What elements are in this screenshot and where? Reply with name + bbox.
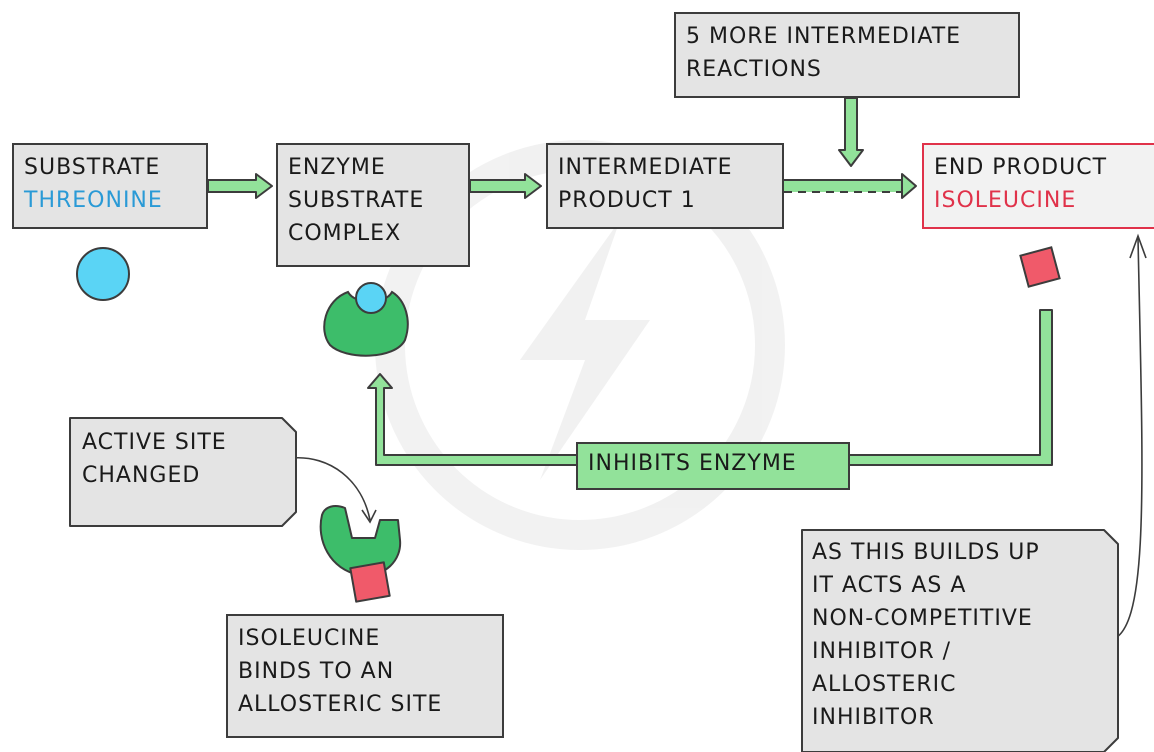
more-reactions-box: 5 MORE INTERMEDIATE REACTIONS <box>674 12 1020 98</box>
isoleucine-molecule <box>1019 246 1061 288</box>
active-site-text: ACTIVE SITE CHANGED <box>72 420 282 524</box>
complex-line-3: COMPLEX <box>288 221 402 246</box>
allosteric-line-3: ALLOSTERIC SITE <box>238 692 443 717</box>
arrow-substrate-to-complex <box>207 173 273 199</box>
substrate-label: SUBSTRATE <box>24 155 161 180</box>
arrow-feedback-inhibition <box>367 309 1053 466</box>
builds-up-line-4: INHIBITOR / <box>812 639 952 664</box>
arrow-intermediate-to-end-dashed <box>784 173 917 199</box>
more-reactions-line-1: 5 MORE INTERMEDIATE <box>686 24 962 49</box>
inhibited-enzyme-shape <box>319 505 402 603</box>
threonine-label: THREONINE <box>24 188 163 213</box>
end-product-box: END PRODUCT ISOLEUCINE <box>922 143 1154 229</box>
threonine-molecule <box>76 247 130 301</box>
allosteric-binding-box: ISOLEUCINE BINDS TO AN ALLOSTERIC SITE <box>226 614 504 738</box>
active-site-line-1: ACTIVE SITE <box>82 430 227 455</box>
active-site-line-2: CHANGED <box>82 463 201 488</box>
intermediate-box: INTERMEDIATE PRODUCT 1 <box>546 143 784 229</box>
builds-up-line-3: NON-COMPETITIVE <box>812 606 1033 631</box>
more-reactions-line-2: REACTIONS <box>686 57 822 82</box>
builds-up-line-6: INHIBITOR <box>812 705 935 730</box>
intermediate-line-1: INTERMEDIATE <box>558 155 733 180</box>
intermediate-line-2: PRODUCT 1 <box>558 188 696 213</box>
arrow-complex-to-intermediate <box>469 173 542 199</box>
complex-box: ENZYME SUBSTRATE COMPLEX <box>276 143 470 267</box>
builds-up-line-2: IT ACTS AS A <box>812 573 967 598</box>
complex-line-1: ENZYME <box>288 155 386 180</box>
isoleucine-label: ISOLEUCINE <box>934 188 1077 213</box>
inhibits-enzyme-label: INHIBITS ENZYME <box>576 442 850 490</box>
arrow-more-reactions-down <box>838 97 864 167</box>
allosteric-line-2: BINDS TO AN <box>238 659 395 684</box>
end-product-label: END PRODUCT <box>934 155 1108 180</box>
complex-line-2: SUBSTRATE <box>288 188 425 213</box>
builds-up-tag <box>801 529 1119 752</box>
active-site-tag <box>69 417 297 527</box>
builds-up-line-5: ALLOSTERIC <box>812 672 957 697</box>
builds-up-text: AS THIS BUILDS UP IT ACTS AS A NON-COMPE… <box>804 532 1104 750</box>
enzyme-substrate-complex-shape <box>323 282 409 357</box>
builds-up-line-1: AS THIS BUILDS UP <box>812 540 1040 565</box>
substrate-box: SUBSTRATE THREONINE <box>12 143 208 229</box>
allosteric-line-1: ISOLEUCINE <box>238 626 381 651</box>
